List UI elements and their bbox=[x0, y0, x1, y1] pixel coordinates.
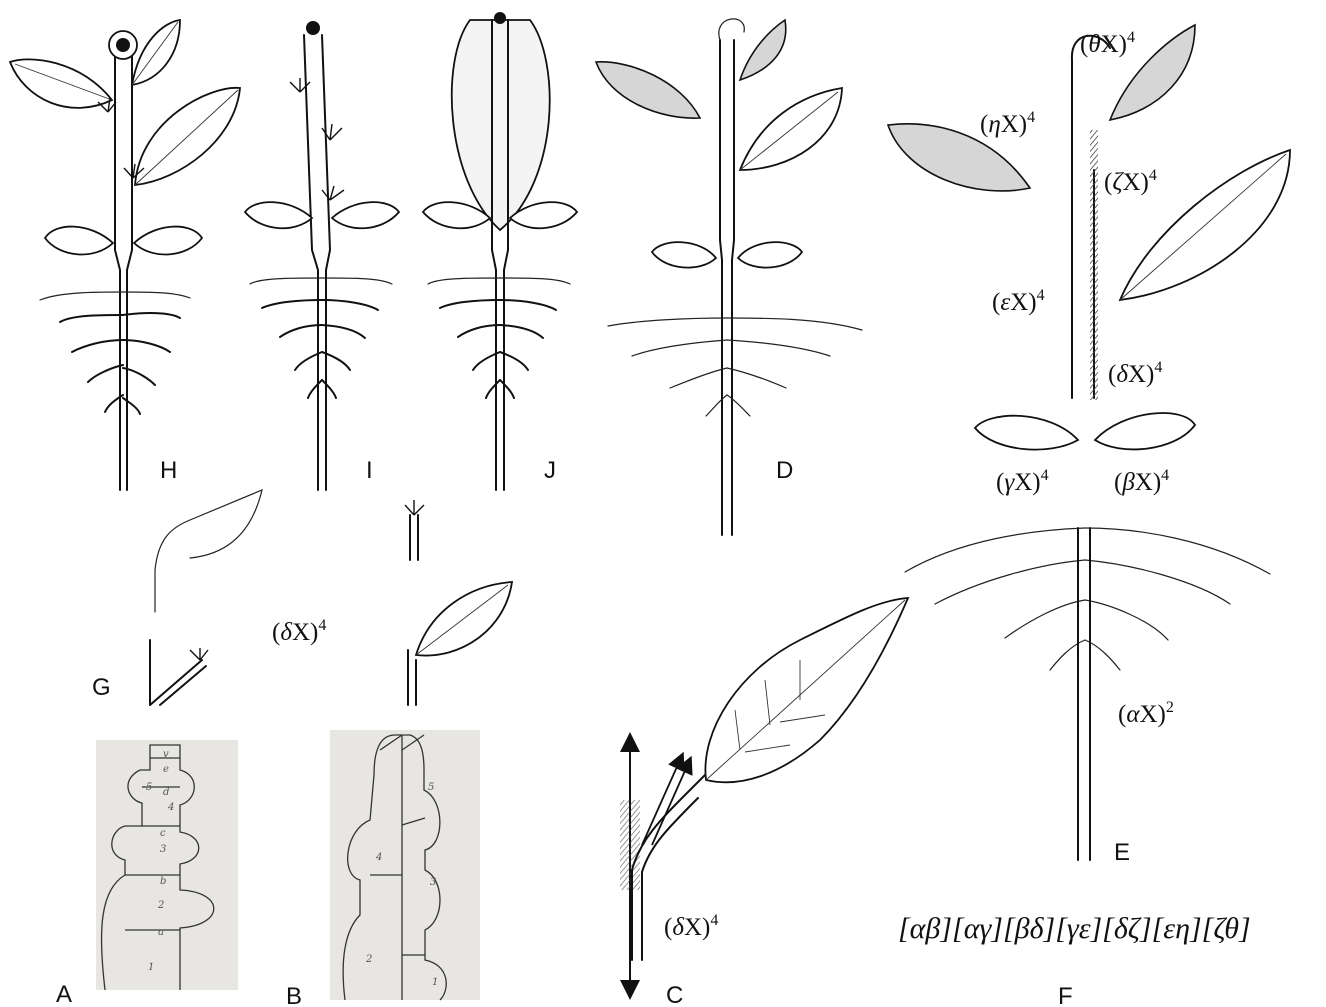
label-zeta: (ζX)4 bbox=[1104, 167, 1157, 196]
svg-text:a: a bbox=[158, 927, 164, 938]
svg-text:b: b bbox=[160, 876, 166, 887]
svg-text:(δX)4: (δX)4 bbox=[1108, 359, 1162, 388]
panel-label-f: F bbox=[1058, 983, 1073, 1007]
svg-text:2: 2 bbox=[157, 900, 164, 911]
panel-label-d: D bbox=[776, 457, 793, 484]
label-delta-g: (δX)4 bbox=[272, 617, 326, 646]
panel-b-sketch: 5 4 3 2 1 bbox=[330, 730, 480, 1000]
panel-label-h: H bbox=[160, 457, 177, 484]
svg-text:(δX)4: (δX)4 bbox=[272, 617, 326, 646]
svg-text:(εX)4: (εX)4 bbox=[992, 287, 1045, 316]
label-delta-c: (δX)4 bbox=[664, 912, 718, 941]
svg-text:4: 4 bbox=[375, 852, 382, 863]
label-beta: (βX)4 bbox=[1114, 467, 1169, 496]
panel-label-b: B bbox=[286, 983, 302, 1007]
label-epsilon: (εX)4 bbox=[992, 287, 1045, 316]
svg-text:2: 2 bbox=[365, 954, 372, 965]
panel-label-i: I bbox=[366, 457, 373, 484]
panel-label-g: G bbox=[92, 674, 111, 701]
panel-label-c: C bbox=[666, 982, 683, 1007]
svg-text:(θX)4: (θX)4 bbox=[1080, 29, 1135, 58]
svg-text:1: 1 bbox=[432, 977, 438, 988]
panel-label-e: E bbox=[1114, 839, 1130, 866]
svg-text:d: d bbox=[163, 787, 169, 798]
svg-text:c: c bbox=[160, 828, 166, 839]
label-delta: (δX)4 bbox=[1108, 359, 1162, 388]
panel-j-drawing bbox=[423, 12, 577, 490]
svg-text:5: 5 bbox=[146, 782, 152, 793]
svg-text:v: v bbox=[163, 749, 169, 760]
svg-text:(βX)4: (βX)4 bbox=[1114, 467, 1169, 496]
panel-e-drawing bbox=[888, 25, 1290, 860]
label-theta: (θX)4 bbox=[1080, 29, 1135, 58]
panel-i-drawing bbox=[245, 21, 399, 490]
panel-label-j: J bbox=[544, 457, 556, 484]
svg-text:(ηX)4: (ηX)4 bbox=[980, 109, 1035, 138]
panel-h-drawing bbox=[10, 20, 240, 490]
label-gamma: (γX)4 bbox=[996, 467, 1049, 496]
panel-d-drawing bbox=[596, 19, 862, 535]
svg-text:(ζX)4: (ζX)4 bbox=[1104, 167, 1157, 196]
svg-text:(δX)4: (δX)4 bbox=[664, 912, 718, 941]
svg-text:(γX)4: (γX)4 bbox=[996, 467, 1049, 496]
label-eta: (ηX)4 bbox=[980, 109, 1035, 138]
svg-text:(αX)2: (αX)2 bbox=[1118, 699, 1174, 728]
svg-text:3: 3 bbox=[160, 844, 166, 855]
svg-text:3: 3 bbox=[430, 877, 436, 888]
panel-g-drawing bbox=[150, 490, 512, 705]
label-alpha: (αX)2 bbox=[1118, 699, 1174, 728]
svg-text:1: 1 bbox=[148, 962, 154, 973]
panel-label-a: A bbox=[56, 981, 72, 1007]
adjacency-formula: [αβ][αγ][βδ][γε][δζ][εη][ζθ] bbox=[898, 912, 1251, 945]
svg-text:5: 5 bbox=[428, 782, 434, 793]
panel-a-sketch: v e 5 d 4 c 3 b 2 a 1 bbox=[96, 740, 238, 990]
svg-text:e: e bbox=[163, 764, 169, 775]
svg-text:4: 4 bbox=[167, 802, 174, 813]
